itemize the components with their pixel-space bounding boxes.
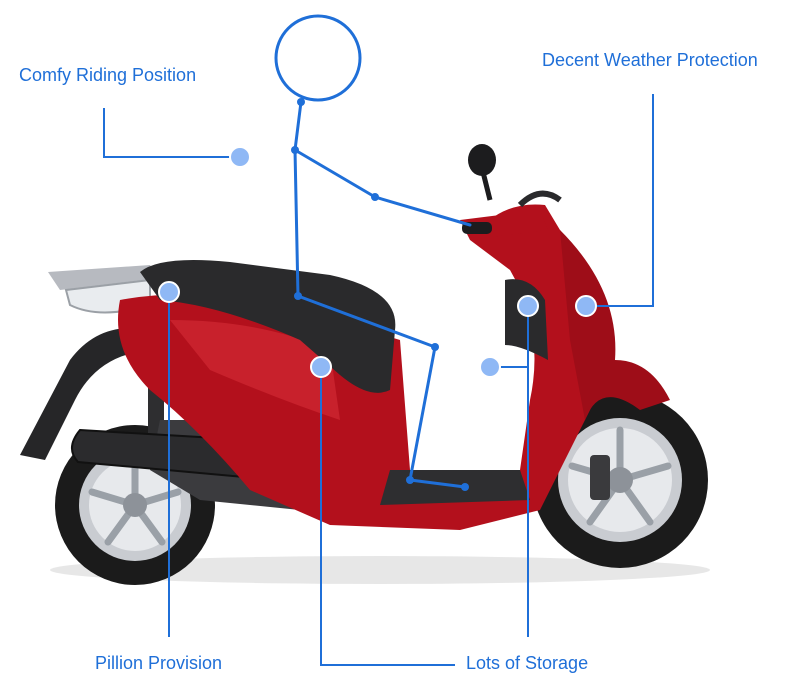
floorboard	[380, 470, 530, 505]
label-pillion-provision: Pillion Provision	[95, 653, 223, 673]
marker-weather	[575, 295, 597, 317]
label-comfy-riding-position: Comfy Riding Position	[19, 65, 197, 85]
marker-storage-panel	[517, 295, 539, 317]
rear-rack	[48, 265, 160, 290]
scooter-illustration	[20, 144, 708, 585]
leader-comfy	[103, 108, 240, 158]
handlebar-assembly	[460, 144, 562, 240]
marker-storage-body	[310, 356, 332, 378]
rear-mudguard	[20, 328, 160, 460]
marker-pillion	[158, 281, 180, 303]
marker-storage-front	[479, 356, 501, 378]
rider-arm	[293, 148, 472, 227]
rider-torso	[293, 100, 467, 489]
body-highlight	[170, 320, 340, 420]
marker-comfy	[229, 146, 251, 168]
label-lots-of-storage: Lots of Storage	[466, 653, 589, 673]
label-decent-weather-protection: Decent Weather Protection	[542, 50, 758, 70]
leader-lines	[103, 94, 654, 666]
leg-shield-panel	[505, 279, 548, 360]
rider-joints	[291, 98, 469, 491]
rider-head	[274, 14, 362, 102]
ground-shadow	[50, 556, 710, 584]
feature-markers	[158, 146, 597, 378]
leader-storage	[320, 367, 455, 666]
seat	[140, 259, 396, 393]
leader-weather	[586, 94, 654, 307]
front-apron	[560, 230, 670, 420]
